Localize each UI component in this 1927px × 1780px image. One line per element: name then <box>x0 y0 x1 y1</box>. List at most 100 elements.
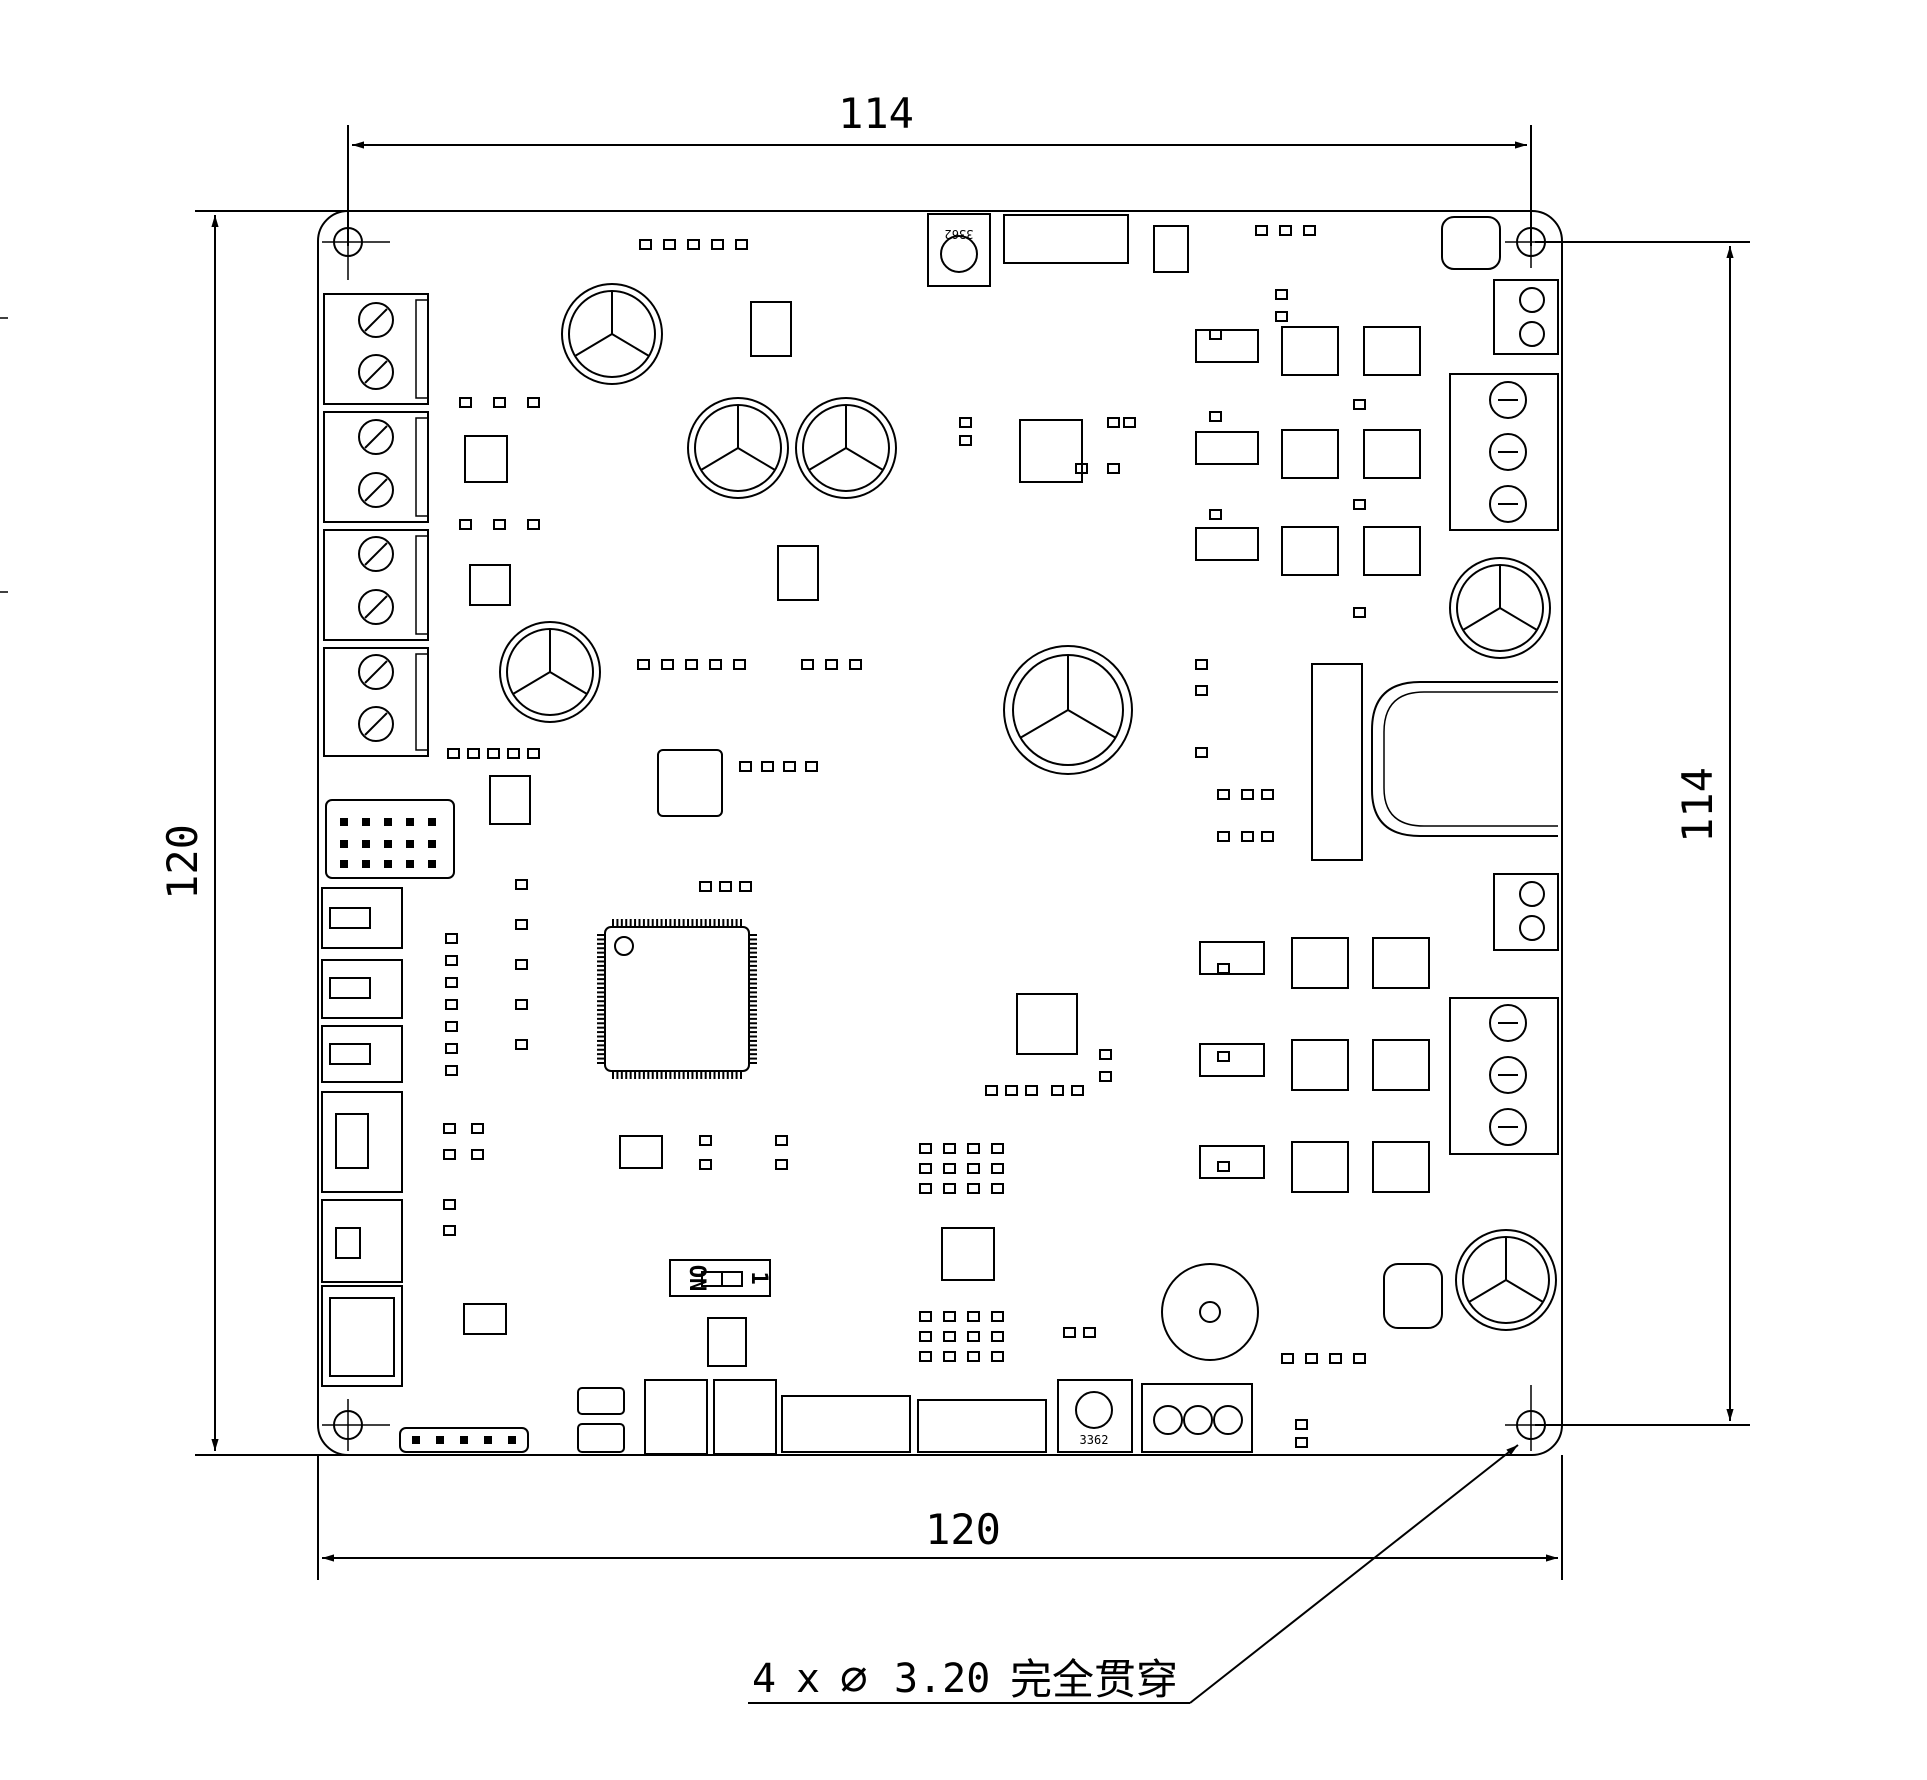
capacitor <box>795 397 897 499</box>
smd-pad <box>1217 1161 1230 1172</box>
smd-pad <box>1025 1085 1038 1096</box>
mosfet-array-top <box>1195 326 1421 576</box>
smd-pad <box>685 659 698 670</box>
connectors-bottom <box>577 1379 1253 1455</box>
smd-pad <box>471 1123 484 1134</box>
smd-pad <box>661 659 674 670</box>
smd-pad <box>919 1143 932 1154</box>
smd-pad <box>919 1311 932 1322</box>
dimension-top-label: 114 <box>838 89 914 138</box>
pin-strip-bottom <box>399 1427 529 1453</box>
hole-note-count: 4 <box>752 1656 776 1702</box>
smd-pad <box>735 239 748 250</box>
smd-pad <box>1261 789 1274 800</box>
smd-pad <box>1217 1051 1230 1062</box>
smd-pad <box>967 1143 980 1154</box>
terminal-block-2pin-right <box>1493 279 1559 951</box>
smd-pad <box>805 761 818 772</box>
smd-pad <box>991 1351 1004 1362</box>
smd-pad <box>1279 225 1292 236</box>
connectors-top <box>1003 214 1501 1329</box>
terminal-block <box>323 529 429 641</box>
dip-switch: ON 1 <box>669 1259 771 1297</box>
capacitor <box>1455 1229 1557 1331</box>
smd-pad <box>1005 1085 1018 1096</box>
smd-pad <box>699 1135 712 1146</box>
smd-pad <box>1275 311 1288 322</box>
smd-pad <box>515 959 528 970</box>
dip-on-label: ON <box>684 1265 709 1292</box>
smd-pad <box>943 1143 956 1154</box>
smd-pad <box>663 239 676 250</box>
smd-pad <box>991 1311 1004 1322</box>
smd-pad <box>849 659 862 670</box>
smd-pad <box>1123 417 1136 428</box>
smd-pad <box>443 1225 456 1236</box>
dimension-left-label: 120 <box>158 824 207 900</box>
smd-pad <box>459 519 472 530</box>
hole-note-times: x <box>796 1656 820 1702</box>
smd-pad <box>1051 1085 1064 1096</box>
smd-pad <box>487 748 500 759</box>
capacitor <box>687 397 789 499</box>
smd-pad <box>967 1183 980 1194</box>
smd-pad <box>1075 463 1088 474</box>
smd-pad <box>1071 1085 1084 1096</box>
smd-pad <box>943 1331 956 1342</box>
dip-one-label: 1 <box>746 1271 771 1284</box>
smd-pad <box>719 881 732 892</box>
smd-pad <box>739 761 752 772</box>
smd-pad <box>471 1149 484 1160</box>
smd-pad <box>1209 509 1222 520</box>
mounting-hole-bottom-left <box>322 1399 390 1451</box>
smd-pad <box>1329 1353 1342 1364</box>
smd-pad <box>775 1135 788 1146</box>
smd-pad <box>1209 411 1222 422</box>
smd-pad <box>445 1065 458 1076</box>
dimension-bottom-label: 120 <box>925 1505 1001 1554</box>
fuse-holder <box>1311 663 1363 861</box>
smd-pad <box>1195 685 1208 696</box>
smd-pad <box>967 1351 980 1362</box>
smd-pad <box>527 748 540 759</box>
smd-pad <box>687 239 700 250</box>
mosfet-array-bottom <box>1199 937 1430 1193</box>
smd-pad <box>1353 607 1366 618</box>
smd-pad <box>515 919 528 930</box>
trim-pot-top: 3362 <box>927 213 991 287</box>
hole-note-description: 完全贯穿 <box>1010 1655 1178 1704</box>
smd-pad <box>445 999 458 1010</box>
smd-pad <box>1063 1327 1076 1338</box>
smd-pad <box>1255 225 1268 236</box>
capacitor <box>499 621 601 723</box>
smd-pad <box>445 955 458 966</box>
smd-pad <box>515 879 528 890</box>
smd-pad <box>467 748 480 759</box>
smd-pad <box>1107 463 1120 474</box>
dimension-top-114: 114 <box>347 89 1532 246</box>
smd-pad <box>959 435 972 446</box>
terminal-block-3pin-top <box>1449 373 1559 531</box>
terminal-block <box>323 293 429 405</box>
mounting-holes <box>322 216 1557 1451</box>
smd-pad <box>1261 831 1274 842</box>
terminal-block-3pin-bottom <box>1449 997 1559 1155</box>
power-jack <box>1371 681 1558 837</box>
smd-pad <box>527 519 540 530</box>
smd-pad <box>919 1351 932 1362</box>
smd-pad <box>1099 1049 1112 1060</box>
mounting-hole-top-left <box>322 216 390 280</box>
smd-pad <box>1305 1353 1318 1364</box>
hole-note: 4 x ∅ 3.20 完全贯穿 <box>748 1444 1519 1705</box>
smd-pad <box>1107 417 1120 428</box>
diameter-symbol: ∅ <box>840 1651 868 1705</box>
smd-pad <box>639 239 652 250</box>
smd-pad <box>515 1039 528 1050</box>
smd-pad <box>739 881 752 892</box>
smd-ics <box>463 225 1189 1367</box>
smd-pad <box>761 761 774 772</box>
buzzer <box>1161 1263 1259 1361</box>
smd-pad <box>1241 789 1254 800</box>
smd-pad <box>507 748 520 759</box>
smd-pad <box>445 933 458 944</box>
